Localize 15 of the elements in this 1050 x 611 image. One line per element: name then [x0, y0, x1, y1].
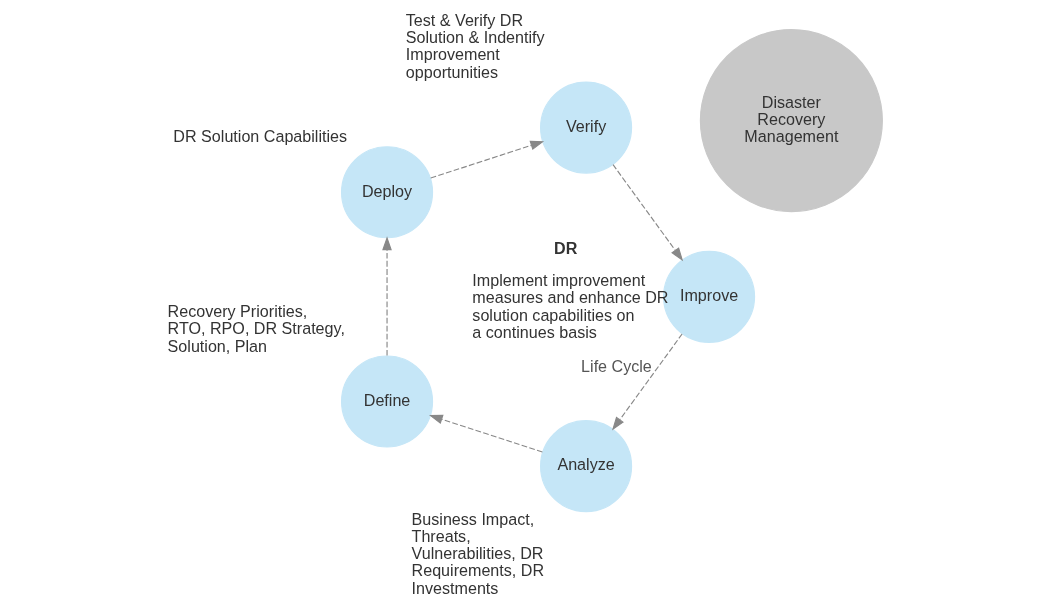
label: DR	[554, 238, 578, 257]
edge-label: Life Cycle	[581, 357, 652, 376]
node-circle: Define	[340, 355, 434, 448]
node-circle: Disaster Recovery Management	[699, 29, 883, 213]
node-circle: Deploy	[340, 146, 434, 239]
arrow	[382, 236, 392, 357]
arrow	[430, 140, 545, 179]
arrow	[428, 414, 543, 453]
node-label: DR Solution Capabilities	[173, 127, 348, 146]
arrow	[611, 333, 683, 431]
arrow	[612, 164, 684, 262]
node-label: Test & Verify DR Solution & Indentify Improvement opportunities	[405, 10, 545, 81]
node-label: Recovery Priorities, RTO, RPO, DR Strategy, Solution, Plan	[167, 302, 345, 355]
node-circle: Verify	[540, 81, 633, 174]
node-circle: Analyze	[540, 420, 633, 513]
